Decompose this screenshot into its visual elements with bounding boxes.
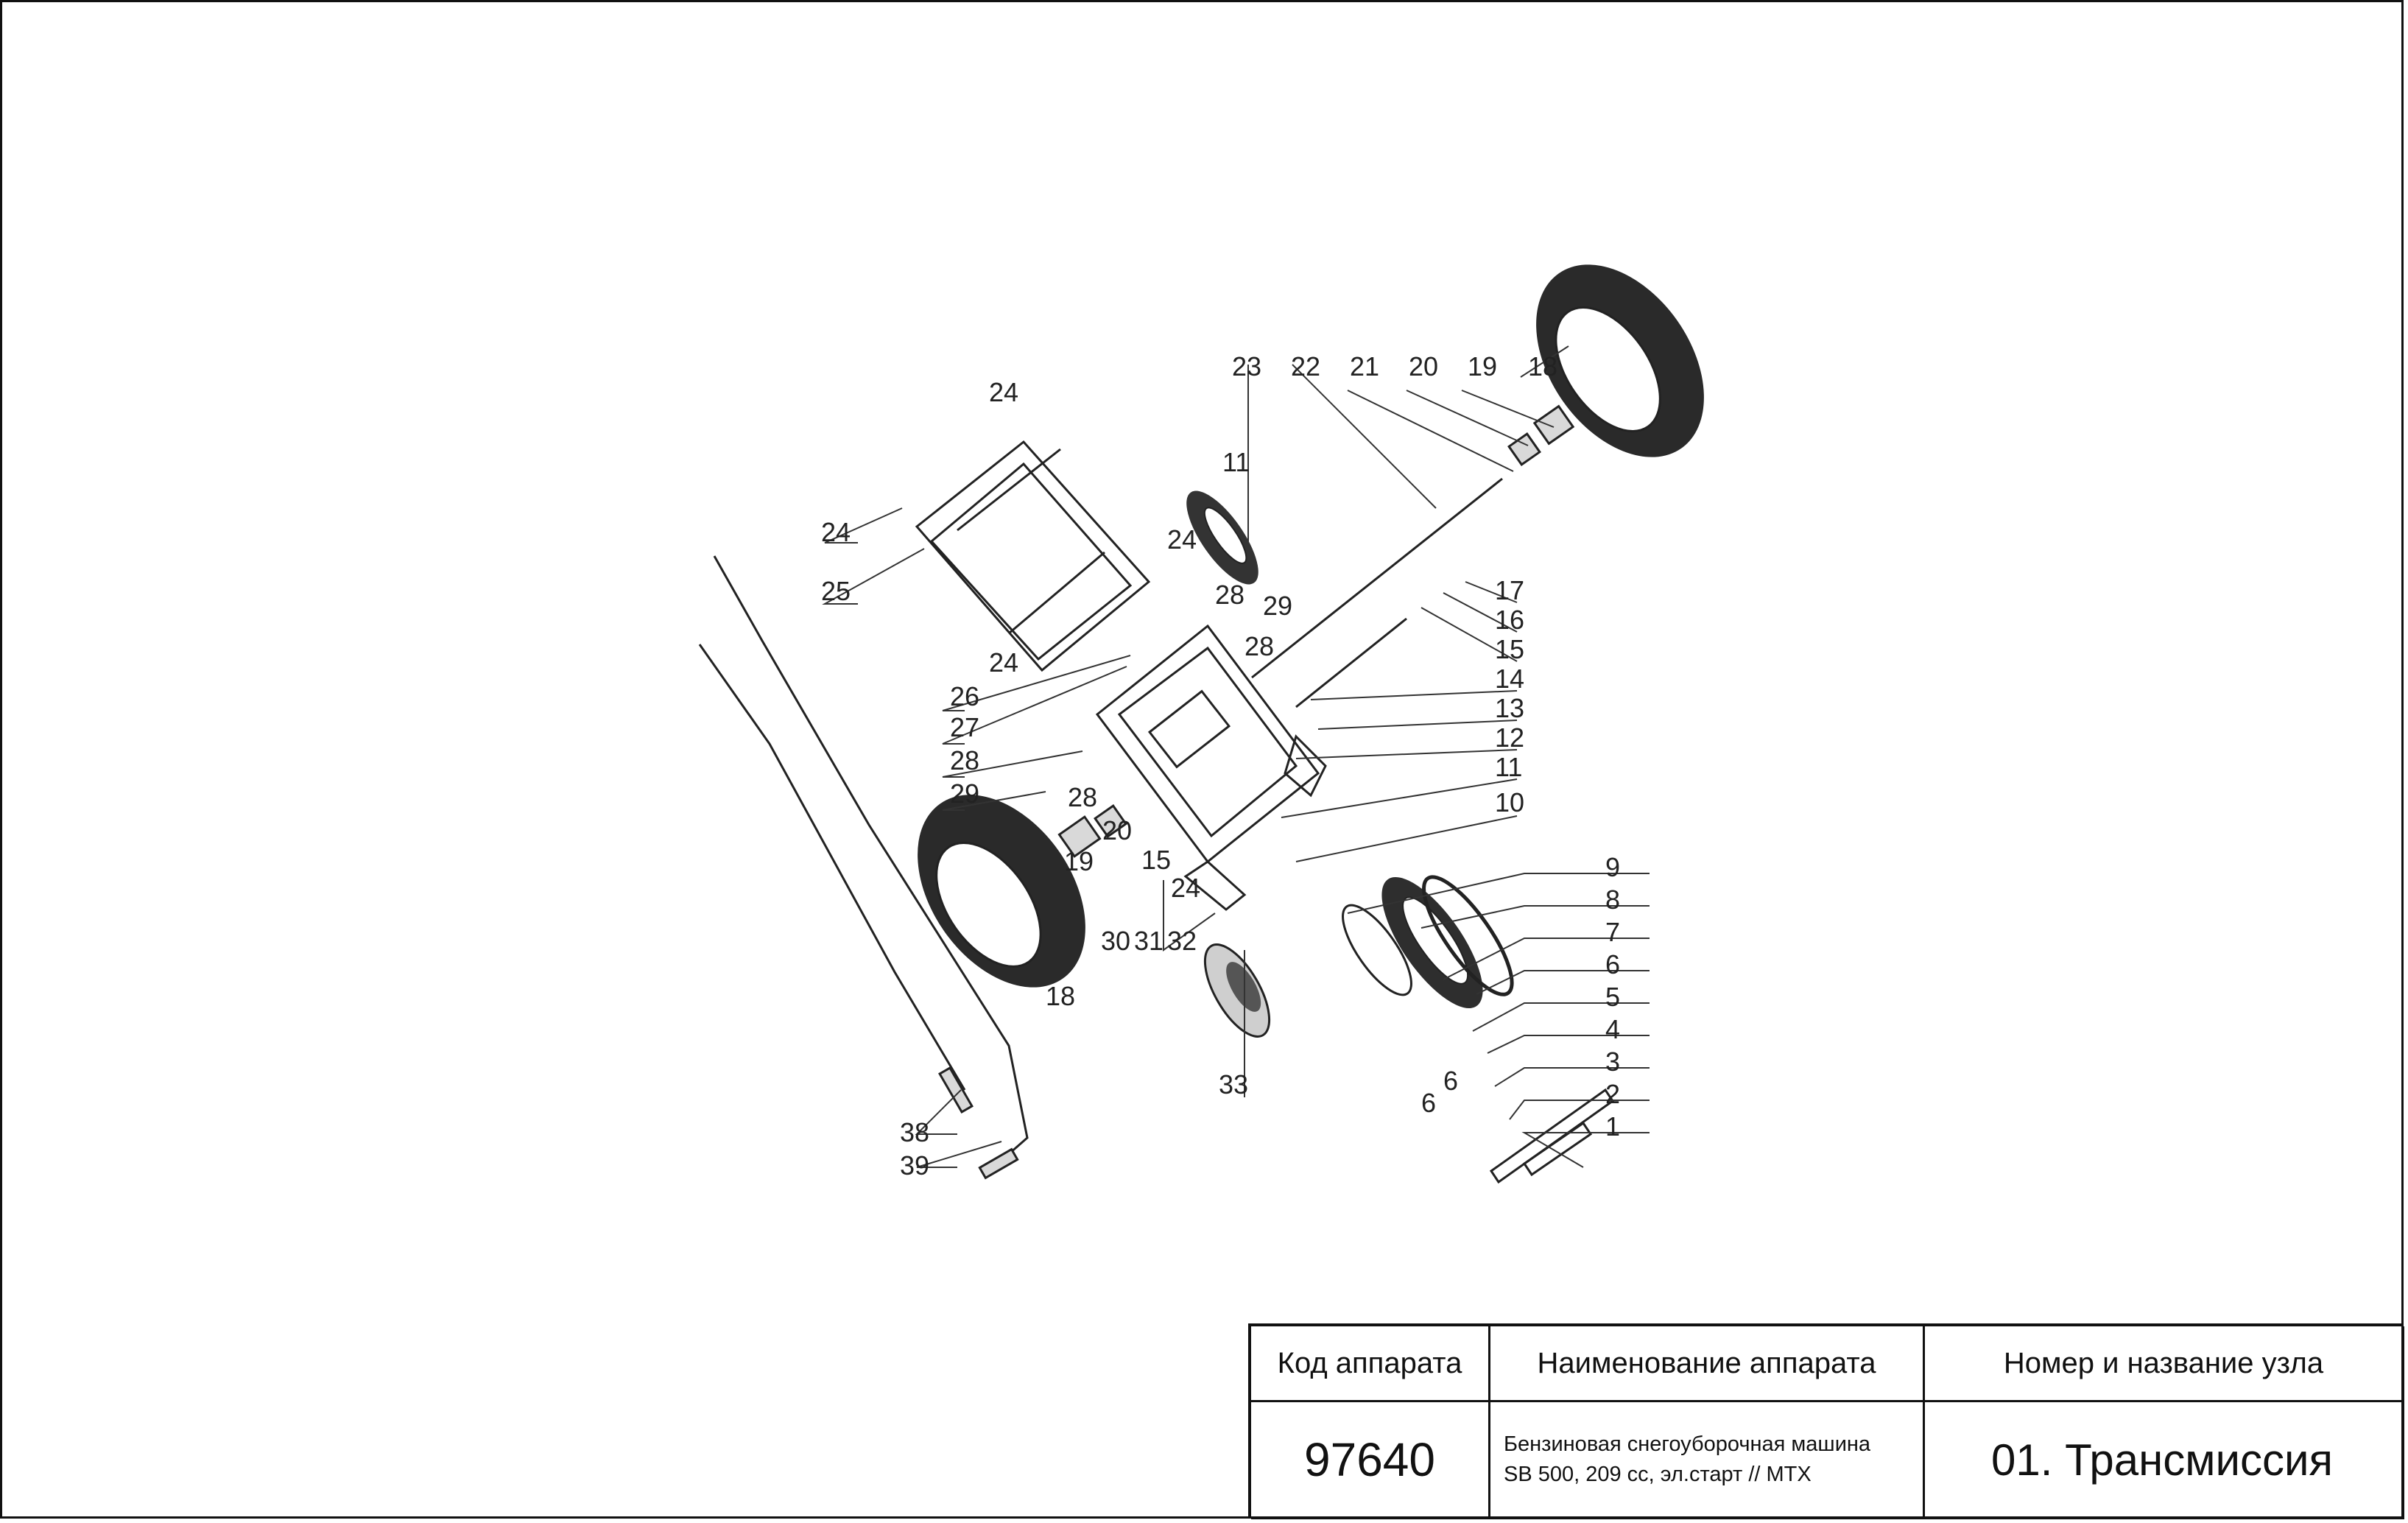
callout-6c: 6 (1443, 1066, 1458, 1096)
callout-7: 7 (1605, 917, 1620, 947)
callout-19b: 19 (1064, 846, 1094, 876)
callout-19: 19 (1468, 351, 1497, 381)
callout-16: 16 (1495, 605, 1524, 635)
header-name: Наименование аппарата (1490, 1326, 1925, 1402)
callout-3: 3 (1605, 1047, 1620, 1077)
callout-21: 21 (1350, 351, 1379, 381)
callout-24c: 24 (1167, 524, 1197, 555)
callout-23: 23 (1232, 351, 1261, 381)
callout-24b: 24 (821, 517, 851, 547)
callout-4: 4 (1605, 1014, 1620, 1044)
callout-26: 26 (950, 681, 979, 711)
header-node: Номер и название узла (1925, 1326, 2404, 1402)
hub-19-left (1057, 815, 1102, 858)
callout-28c: 28 (1245, 631, 1274, 661)
callout-9: 9 (1605, 852, 1620, 882)
callout-15b: 15 (1141, 845, 1171, 875)
callout-8: 8 (1605, 884, 1620, 915)
bushing-20-left (1094, 804, 1127, 838)
friction-disc (1381, 875, 1514, 1009)
gear-23 (1186, 490, 1258, 585)
callout-20b: 20 (1102, 815, 1132, 845)
callout-1: 1 (1605, 1111, 1620, 1142)
callout-14: 14 (1495, 664, 1524, 694)
callout-24d: 24 (989, 647, 1018, 678)
callout-11b: 11 (1222, 447, 1250, 477)
callout-22: 22 (1291, 351, 1320, 381)
callout-30: 30 (1101, 926, 1130, 956)
device-name-line2: SB 500, 209 cc, эл.старт // MTX (1504, 1463, 1812, 1486)
callout-numbers: 1 2 3 4 5 6 7 8 9 10 11 12 13 14 15 16 1… (821, 351, 1620, 1181)
device-name-line1: Бензиновая снегоуборочная машина (1504, 1432, 1871, 1457)
callout-15: 15 (1495, 634, 1524, 664)
callout-25: 25 (821, 576, 851, 606)
callout-28: 28 (950, 745, 979, 775)
callout-33: 33 (1219, 1069, 1248, 1100)
callout-28b: 28 (1215, 580, 1245, 610)
callout-2: 2 (1605, 1079, 1620, 1109)
callout-12: 12 (1495, 722, 1524, 753)
node-title: 01. Трансмиссия (1925, 1402, 2404, 1519)
device-name: Бензиновая снегоуборочная машина SB 500,… (1490, 1402, 1925, 1519)
title-block: Код аппарата Наименование аппарата Номер… (1248, 1323, 2404, 1519)
callout-27: 27 (950, 712, 979, 742)
callout-13: 13 (1495, 693, 1524, 723)
control-cables (698, 555, 1029, 1180)
device-code: 97640 (1251, 1402, 1490, 1519)
drive-plate (1342, 904, 1412, 996)
bracket (1489, 1088, 1615, 1184)
axle-shaft (1251, 477, 1503, 679)
callout-11: 11 (1495, 752, 1522, 782)
callout-28d: 28 (1068, 782, 1097, 812)
callout-10: 10 (1495, 787, 1524, 817)
callout-18: 18 (1528, 351, 1557, 381)
pulley-33 (1203, 943, 1271, 1038)
callout-18b: 18 (1046, 981, 1075, 1011)
callout-24: 24 (989, 377, 1018, 407)
leader-lines (822, 345, 1650, 1168)
wheel-left (918, 795, 1085, 988)
callout-29b: 29 (1263, 591, 1292, 621)
callout-17: 17 (1495, 575, 1524, 605)
drive-shaft (1295, 617, 1407, 708)
callout-29: 29 (950, 778, 979, 809)
callout-39: 39 (900, 1150, 929, 1181)
callout-6: 6 (1605, 949, 1620, 979)
callout-31: 31 (1134, 926, 1163, 956)
gearbox-housing (1095, 624, 1327, 911)
callout-5: 5 (1605, 982, 1620, 1012)
guard-frame (915, 440, 1151, 672)
header-code: Код аппарата (1251, 1326, 1490, 1402)
callout-38: 38 (900, 1117, 929, 1147)
callout-24e: 24 (1171, 873, 1200, 903)
bushing-20-right (1507, 432, 1541, 466)
callout-6b: 6 (1421, 1088, 1436, 1118)
wheel-right (1536, 264, 1704, 457)
callout-20: 20 (1409, 351, 1438, 381)
hub-19-right (1532, 404, 1575, 446)
callout-32: 32 (1167, 926, 1197, 956)
